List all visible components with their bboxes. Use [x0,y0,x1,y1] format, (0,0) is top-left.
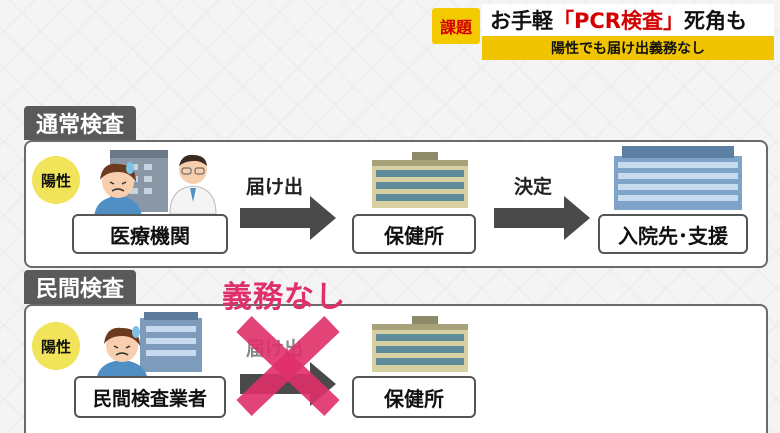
headline-suffix: 死角も [683,9,747,33]
doctor-icon [169,154,217,215]
origin-medical-institution: 医療機関 [72,214,228,254]
health-center-building-icon [372,152,468,208]
target-hospital-support: 入院先･支援 [598,214,748,254]
target-health-center: 保健所 [352,376,476,418]
positive-badge: 陽性 [32,322,80,370]
section-label-private: 民間検査 [24,270,137,304]
subheadline: 陽性でも届け出義務なし [482,36,774,60]
patient-icon [94,162,142,220]
no-obligation-annotation: 義務なし [222,280,346,315]
arrow-right-icon [494,196,590,240]
patient-icon [96,326,148,384]
origin-private-lab: 民間検査業者 [74,376,226,418]
lab-building-icon [140,312,202,372]
headline-highlight: 「PCR検査」 [553,9,684,33]
cross-mark-icon [236,316,340,416]
large-hospital-icon [614,146,742,210]
positive-badge: 陽性 [32,156,80,204]
decision-label: 決定 [514,176,553,198]
topic-tag: 課題 [432,8,480,44]
arrow-right-icon [240,196,336,240]
target-health-center: 保健所 [352,214,476,254]
section-label-normal: 通常検査 [24,106,137,140]
headline: お手軽 「PCR検査」 死角も [482,4,774,36]
report-label: 届け出 [246,176,304,198]
health-center-building-icon [372,316,468,372]
headline-prefix: お手軽 [490,9,553,33]
